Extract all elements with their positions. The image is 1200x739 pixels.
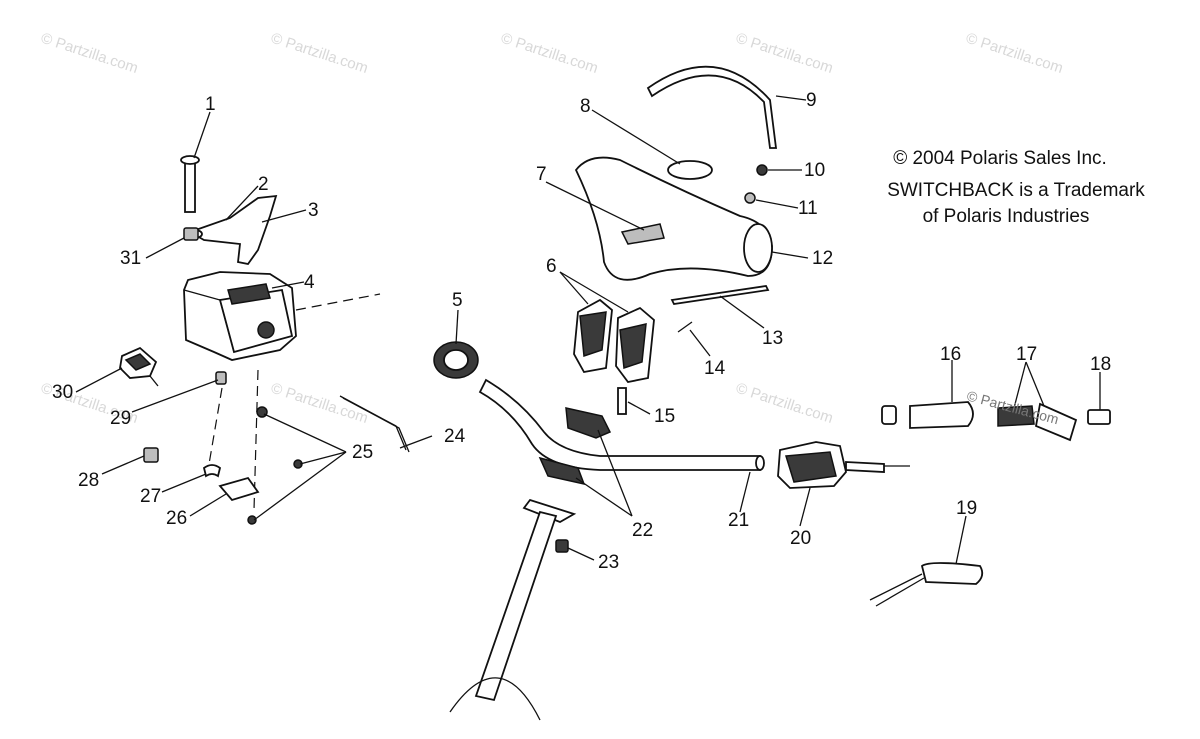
- clip-part-27: [202, 464, 222, 478]
- callout-31: 31: [120, 248, 141, 269]
- callout-27: 27: [140, 486, 161, 507]
- callout-7: 7: [536, 164, 547, 185]
- callout-3: 3: [308, 200, 319, 221]
- bolt-part-1: [180, 155, 200, 213]
- bushing-part-5: [433, 341, 479, 379]
- callout-21: 21: [728, 510, 749, 531]
- callout-28: 28: [78, 470, 99, 491]
- throttle-part-20: [777, 441, 885, 489]
- callout-29: 29: [110, 408, 131, 429]
- callout-18: 18: [1090, 354, 1111, 375]
- callout-15: 15: [654, 406, 675, 427]
- bracket-part-3: [187, 194, 278, 265]
- callout-16: 16: [940, 344, 961, 365]
- callout-6: 6: [546, 256, 557, 277]
- nut-part-31: [183, 227, 199, 241]
- strap-part-9: [646, 65, 778, 149]
- emblem-part-8: [667, 160, 713, 180]
- cable-part-24: [339, 395, 410, 453]
- watermark: © Partzilla.com: [39, 30, 140, 77]
- callout-9: 9: [806, 90, 817, 111]
- copyright-line: © 2004 Polaris Sales Inc.: [893, 148, 1107, 169]
- callout-26: 26: [166, 508, 187, 529]
- callout-23: 23: [598, 552, 619, 573]
- callout-5: 5: [452, 290, 463, 311]
- assembly-line: [295, 293, 381, 311]
- screw-part-15: [617, 387, 627, 415]
- bolt-part-18: [1087, 409, 1111, 425]
- nut-part-23: [555, 539, 569, 553]
- callout-4: 4: [304, 272, 315, 293]
- trademark-line-2: of Polaris Industries: [923, 206, 1090, 227]
- callout-22: 22: [632, 520, 653, 541]
- nut-part-28: [143, 447, 159, 463]
- callout-30: 30: [52, 382, 73, 403]
- callout-13: 13: [762, 328, 783, 349]
- watermark: © Partzilla.com: [734, 30, 835, 77]
- control-housing-part-4: [183, 271, 297, 361]
- callout-19: 19: [956, 498, 977, 519]
- callout-24: 24: [444, 426, 466, 447]
- callout-14: 14: [704, 358, 726, 379]
- pad-part-12: [574, 156, 773, 281]
- watermark: © Partzilla.com: [964, 30, 1065, 77]
- screw-part-14: [677, 321, 693, 333]
- callout-17: 17: [1016, 344, 1037, 365]
- washer-part-29: [215, 371, 227, 385]
- steering-post: [449, 498, 577, 721]
- handlebar-part-21: [478, 378, 765, 471]
- heater-part-19: [869, 562, 984, 607]
- callout-25: 25: [352, 442, 373, 463]
- grip-part-16: [881, 401, 974, 429]
- plate-part-26: [218, 476, 260, 502]
- watermark: © Partzilla.com: [499, 30, 600, 77]
- watermark: © Partzilla.com: [734, 380, 835, 427]
- callout-labels: 1 2 3 31 4 5 6 7 8 9 10 11 12 13 14 15 1…: [52, 90, 1111, 573]
- callout-20: 20: [790, 528, 811, 549]
- leader-lines: [75, 95, 1101, 565]
- callout-10: 10: [804, 160, 825, 181]
- nut-part-11: [744, 192, 756, 204]
- copyright-note: © 2004 Polaris Sales Inc. SWITCHBACK is …: [887, 148, 1145, 227]
- callout-11: 11: [798, 198, 818, 219]
- assembly-line: [207, 387, 223, 471]
- callout-12: 12: [812, 248, 833, 269]
- clamp-part-6: [573, 298, 655, 383]
- strip-part-13: [670, 285, 770, 305]
- callout-8: 8: [580, 96, 591, 117]
- callout-1: 1: [205, 94, 216, 115]
- watermark: © Partzilla.com: [269, 30, 370, 77]
- nut-part-10: [756, 164, 768, 176]
- callout-2: 2: [258, 174, 269, 195]
- switch-part-30: [119, 346, 159, 387]
- endcap-part-17: [997, 402, 1078, 442]
- trademark-line-1: SWITCHBACK is a Trademark: [887, 180, 1145, 201]
